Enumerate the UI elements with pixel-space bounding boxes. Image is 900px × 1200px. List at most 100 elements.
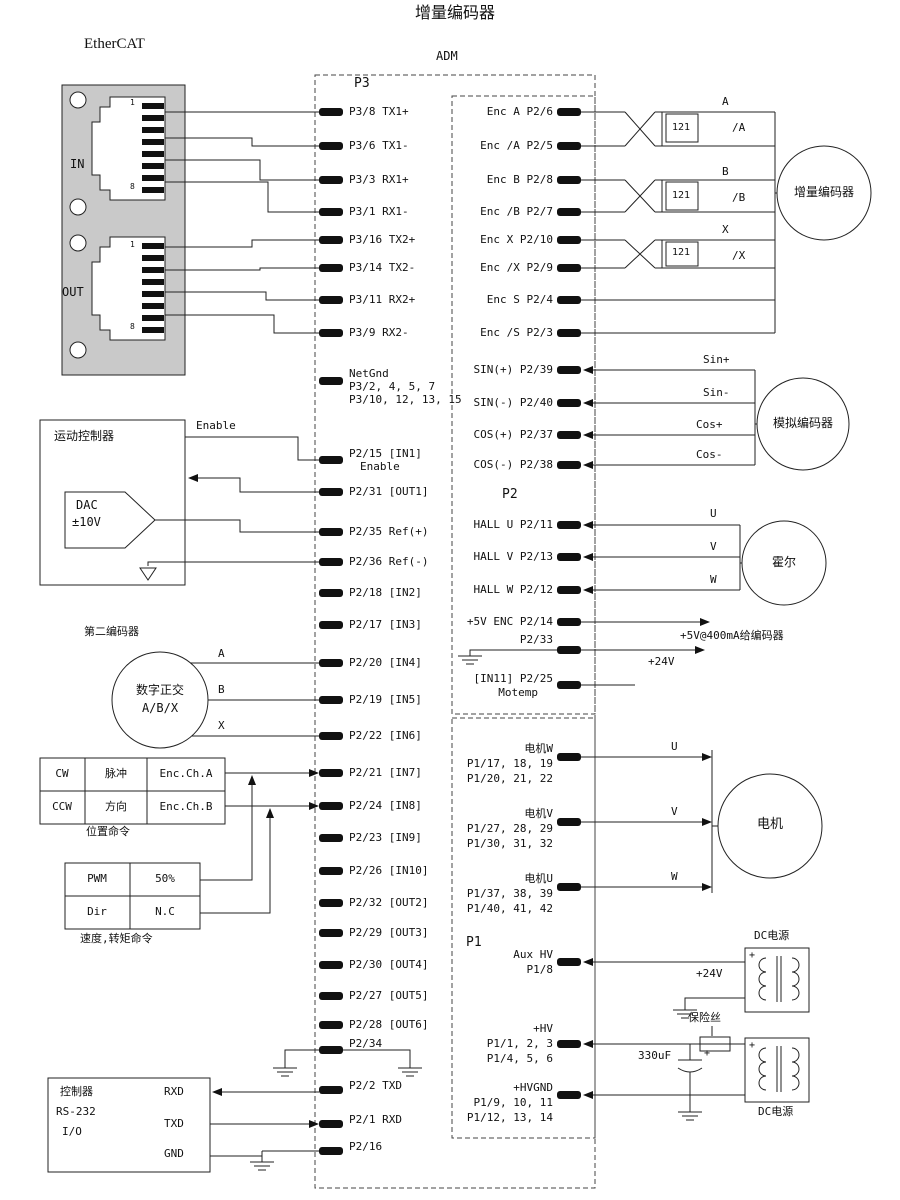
enc-supply-label: +5V@400mA给编码器 bbox=[680, 629, 784, 642]
enc-pin-label: Enc B P2/8 bbox=[486, 173, 553, 186]
hall-pin-label: HALL W P2/12 bbox=[473, 583, 553, 596]
motor-pin-label: P1/30, 31, 32 bbox=[466, 837, 553, 850]
sincos-signal-label: Cos- bbox=[696, 448, 723, 461]
controller-label: 控制器 bbox=[60, 1085, 93, 1098]
controller-label: I/O bbox=[62, 1125, 82, 1138]
quad-encoder-label: 数字正交 bbox=[135, 683, 185, 697]
table-grid bbox=[40, 758, 225, 929]
motor-pin-label: P1/20, 21, 22 bbox=[466, 772, 553, 785]
resistor-label: 121 bbox=[672, 247, 691, 258]
table-cell: PWM bbox=[87, 872, 107, 885]
hvgnd-pin-label: P1/9, 10, 11 bbox=[473, 1096, 553, 1109]
netgnd-label: P3/2, 4, 5, 7 bbox=[349, 380, 436, 393]
hall-pin-label: HALL U P2/11 bbox=[473, 518, 553, 531]
incremental-encoder-label: 增量编码器 bbox=[793, 185, 855, 199]
hvgnd-pin-label: +HVGND bbox=[513, 1081, 553, 1094]
hv-pin-label: +HV bbox=[533, 1022, 553, 1035]
enc-pin-label: Enc /B P2/7 bbox=[480, 205, 553, 218]
ethercat-in-label: IN bbox=[70, 157, 85, 171]
v24-label: +24V bbox=[648, 655, 675, 668]
io-pin-label: P2/28 [OUT6] bbox=[349, 1018, 429, 1031]
quad-signal-label: B bbox=[218, 683, 225, 696]
pair-signal-label: /A bbox=[732, 121, 746, 134]
dc-supply-label: DC电源 bbox=[754, 929, 790, 942]
motor-phase-label: V bbox=[671, 805, 678, 818]
hall-signal-label: W bbox=[710, 573, 717, 586]
io-pin-label: P2/21 [IN7] bbox=[349, 766, 422, 779]
transformer-coils bbox=[758, 956, 800, 1092]
enc-pin-label: Enc S P2/4 bbox=[486, 293, 553, 306]
serial-signal-label: GND bbox=[164, 1147, 184, 1160]
auxhv-pin-label: Aux HV bbox=[513, 948, 553, 961]
table-cell: CCW bbox=[52, 800, 72, 813]
in11-pin-label: [IN11] P2/25 bbox=[473, 672, 553, 685]
pair-signal-label: B bbox=[722, 165, 729, 178]
motor-pin-label: P1/37, 38, 39 bbox=[466, 887, 553, 900]
table-cell: 方向 bbox=[105, 800, 127, 813]
enc-pin-label: Enc /S P2/3 bbox=[480, 326, 553, 339]
pair-signal-label: X bbox=[722, 223, 729, 236]
motor-pin-label: 电机V bbox=[524, 807, 553, 820]
earth-triangle-icon bbox=[139, 567, 157, 581]
plus-sign: + bbox=[749, 1040, 756, 1051]
second-encoder-title: 第二编码器 bbox=[84, 625, 139, 638]
motor-pin-label: P1/17, 18, 19 bbox=[466, 757, 553, 770]
io-pin-label: P2/34 bbox=[349, 1037, 383, 1050]
jack-pin1-label: 1 bbox=[130, 98, 135, 107]
hvgnd-pin-label: P1/12, 13, 14 bbox=[466, 1111, 553, 1124]
io-pin-label: P2/15 [IN1] bbox=[349, 447, 422, 460]
controller-label: RS-232 bbox=[56, 1105, 96, 1118]
quad-signal-label: X bbox=[218, 719, 225, 732]
ethercat-out-label: OUT bbox=[62, 285, 84, 299]
io-pin-label: P2/36 Ref(-) bbox=[349, 555, 429, 568]
sincos-pin-label: SIN(+) P2/39 bbox=[473, 363, 553, 376]
fuse-icon bbox=[696, 1036, 734, 1052]
io-pin-label: P2/30 [OUT4] bbox=[349, 958, 429, 971]
auxhv-pin-label: P1/8 bbox=[526, 963, 554, 976]
capacitor-icon bbox=[677, 1059, 703, 1073]
io-pin-label: P2/23 [IN9] bbox=[349, 831, 422, 844]
io-pin-label: P2/35 Ref(+) bbox=[349, 525, 429, 538]
motion-controller-label: 运动控制器 bbox=[54, 429, 115, 443]
hall-device-label: 霍尔 bbox=[771, 555, 797, 569]
io-pin-label: P2/1 RXD bbox=[349, 1113, 402, 1126]
hv-pin-label: P1/1, 2, 3 bbox=[486, 1037, 553, 1050]
rj45-pins bbox=[142, 103, 164, 333]
table-cell: Dir bbox=[87, 905, 107, 918]
motor-pin-label: P1/40, 41, 42 bbox=[466, 902, 553, 915]
motor-phase-label: W bbox=[671, 870, 678, 883]
ground-icons bbox=[250, 655, 702, 1171]
motor-pin-label: P1/27, 28, 29 bbox=[466, 822, 553, 835]
sincos-pin-label: COS(+) P2/37 bbox=[473, 428, 553, 441]
p3-pin-label: P3/3 RX1+ bbox=[349, 173, 409, 186]
capacitor-label: 330uF bbox=[638, 1049, 672, 1062]
sincos-signal-label: Sin+ bbox=[703, 353, 730, 366]
p3-pin-label: P3/6 TX1- bbox=[349, 139, 409, 152]
io-pin-label: P2/26 [IN10] bbox=[349, 864, 429, 877]
device-shapes bbox=[39, 145, 872, 1173]
analog-encoder-label: 模拟编码器 bbox=[772, 416, 834, 430]
motor-pin-label: 电机W bbox=[524, 742, 553, 755]
resistor-label: 121 bbox=[672, 190, 691, 201]
io-pin-label: P2/2 TXD bbox=[349, 1079, 402, 1092]
table-cell: Enc.Ch.B bbox=[159, 800, 213, 813]
p3-pin-label: P3/11 RX2+ bbox=[349, 293, 416, 306]
p3-pin-label: P3/9 RX2- bbox=[349, 326, 409, 339]
p1-label: P1 bbox=[466, 935, 482, 950]
wires bbox=[147, 111, 777, 1162]
motor-device-label: 电机 bbox=[756, 817, 784, 832]
io-pin-label: P2/29 [OUT3] bbox=[349, 926, 429, 939]
netgnd-label: NetGnd bbox=[349, 367, 389, 380]
p3-pin-label: P3/16 TX2+ bbox=[349, 233, 416, 246]
io-pin-label: P2/17 [IN3] bbox=[349, 618, 422, 631]
twisted-pair-icon bbox=[624, 111, 656, 269]
ethercat-connector bbox=[61, 84, 186, 376]
io-pin-label: P2/24 [IN8] bbox=[349, 799, 422, 812]
sincos-pin-label: SIN(-) P2/40 bbox=[473, 396, 553, 409]
plus-sign: + bbox=[749, 950, 756, 961]
pair-signal-label: A bbox=[722, 95, 729, 108]
serial-signal-label: RXD bbox=[164, 1085, 184, 1098]
hall-signal-label: U bbox=[710, 507, 717, 520]
